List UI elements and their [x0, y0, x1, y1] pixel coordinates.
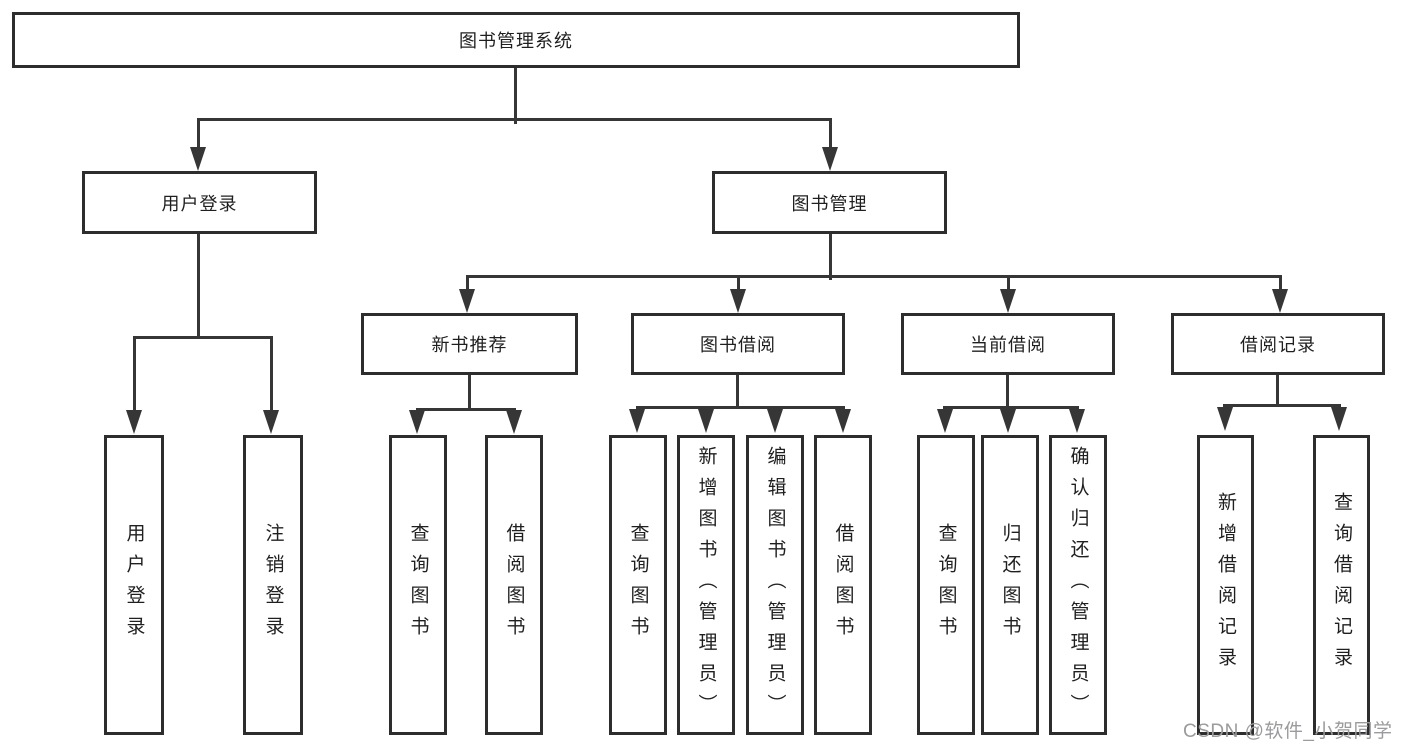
leaf-borrow-books-borrow: 借阅图书: [814, 435, 872, 735]
leaf-user-login: 用户登录: [104, 435, 164, 735]
node-label: 新增图书（管理员）: [695, 445, 717, 725]
connector-line: [416, 408, 516, 411]
arrowhead-down-icon: [730, 289, 746, 313]
leaf-logout: 注销登录: [243, 435, 303, 735]
connector-line: [829, 234, 832, 280]
node-new-book-recommend: 新书推荐: [361, 313, 578, 375]
arrowhead-down-icon: [822, 147, 838, 171]
connector-line: [1223, 404, 1341, 407]
node-label: 新书推荐: [431, 335, 508, 355]
node-borrow-records: 借阅记录: [1171, 313, 1385, 375]
connector-line: [197, 118, 200, 150]
connector-line: [737, 275, 740, 291]
node-label: 新增借阅记录: [1215, 492, 1236, 678]
node-book-management: 图书管理: [712, 171, 947, 234]
node-label: 注销登录: [262, 523, 284, 647]
arrowhead-down-icon: [698, 409, 714, 433]
node-label: 图书管理系统: [459, 31, 573, 51]
arrowhead-down-icon: [1272, 289, 1288, 313]
connector-line: [197, 118, 832, 121]
arrowhead-down-icon: [1000, 409, 1016, 433]
arrowhead-down-icon: [409, 410, 425, 434]
leaf-confirm-return-admin: 确认归还（管理员）: [1049, 435, 1107, 735]
arrowhead-down-icon: [1217, 407, 1233, 431]
arrowhead-down-icon: [263, 410, 279, 434]
leaf-query-borrow-record: 查询借阅记录: [1313, 435, 1370, 735]
connector-line: [736, 375, 739, 409]
connector-line: [466, 275, 1282, 278]
connector-line: [636, 406, 845, 409]
connector-line: [270, 336, 273, 412]
connector-line: [466, 275, 469, 291]
arrowhead-down-icon: [629, 409, 645, 433]
arrowhead-down-icon: [459, 289, 475, 313]
node-user-login: 用户登录: [82, 171, 317, 234]
arrowhead-down-icon: [1331, 407, 1347, 431]
node-label: 借阅图书: [503, 523, 525, 647]
leaf-borrow-books-recommend: 借阅图书: [485, 435, 543, 735]
arrowhead-down-icon: [937, 409, 953, 433]
arrowhead-down-icon: [767, 409, 783, 433]
leaf-add-borrow-record: 新增借阅记录: [1197, 435, 1254, 735]
arrowhead-down-icon: [1000, 289, 1016, 313]
connector-line: [829, 118, 832, 150]
leaf-query-books-borrow: 查询图书: [609, 435, 667, 735]
connector-line: [514, 68, 517, 124]
node-label: 借阅图书: [832, 523, 854, 647]
connector-line: [133, 336, 273, 339]
connector-line: [1276, 375, 1279, 407]
node-label: 借阅记录: [1240, 335, 1316, 355]
node-book-borrow: 图书借阅: [631, 313, 845, 375]
node-root-system: 图书管理系统: [12, 12, 1020, 68]
arrowhead-down-icon: [190, 147, 206, 171]
connector-line: [1279, 275, 1282, 291]
connector-line: [1007, 275, 1010, 291]
node-label: 图书管理: [791, 193, 868, 214]
connector-line: [133, 336, 136, 412]
node-label: 归还图书: [999, 523, 1021, 647]
leaf-query-books-current: 查询图书: [917, 435, 975, 735]
arrowhead-down-icon: [506, 410, 522, 434]
arrowhead-down-icon: [835, 409, 851, 433]
leaf-query-books-recommend: 查询图书: [389, 435, 447, 735]
arrowhead-down-icon: [1069, 409, 1085, 433]
node-label: 确认归还（管理员）: [1067, 445, 1089, 725]
node-label: 查询图书: [627, 523, 649, 647]
leaf-add-book-admin: 新增图书（管理员）: [677, 435, 735, 735]
node-label: 图书借阅: [700, 335, 776, 355]
watermark-text: CSDN @软件_小贺同学: [1183, 721, 1393, 742]
node-label: 查询图书: [407, 523, 429, 647]
connector-line: [197, 234, 200, 339]
node-label: 查询借阅记录: [1331, 492, 1352, 678]
node-label: 编辑图书（管理员）: [764, 445, 786, 725]
connector-line: [943, 406, 1079, 409]
connector-line: [468, 375, 471, 411]
node-label: 用户登录: [161, 193, 238, 214]
node-current-borrow: 当前借阅: [901, 313, 1115, 375]
node-label: 当前借阅: [970, 335, 1046, 355]
connector-line: [1006, 375, 1009, 409]
arrowhead-down-icon: [126, 410, 142, 434]
node-label: 用户登录: [123, 523, 145, 647]
leaf-edit-book-admin: 编辑图书（管理员）: [746, 435, 804, 735]
leaf-return-book: 归还图书: [981, 435, 1039, 735]
node-label: 查询图书: [935, 523, 957, 647]
